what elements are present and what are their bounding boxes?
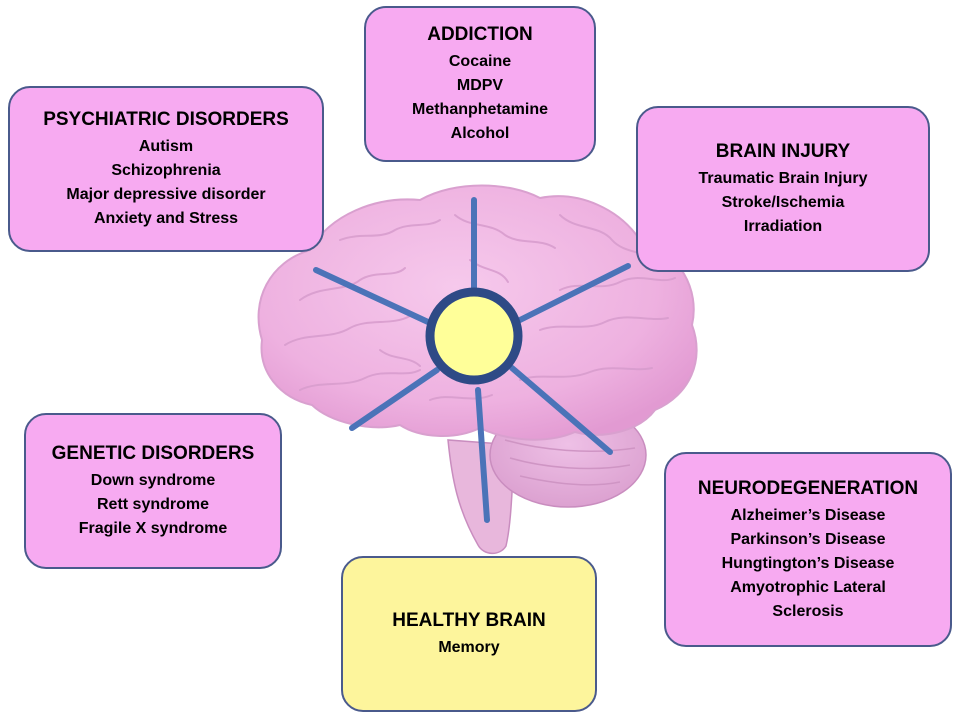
psychiatric-disorders-box: PSYCHIATRIC DISORDERS Autism Schizophren… [8,86,324,252]
addiction-item: Methanphetamine [412,98,548,122]
brain-injury-box: BRAIN INJURY Traumatic Brain Injury Stro… [636,106,930,272]
psychiatric-title: PSYCHIATRIC DISORDERS [43,107,289,133]
brain-injury-item: Irradiation [744,215,822,239]
brain-injury-item: Traumatic Brain Injury [699,167,868,191]
genetic-disorders-box: GENETIC DISORDERS Down syndrome Rett syn… [24,413,282,569]
psychiatric-item: Anxiety and Stress [94,207,238,231]
addiction-item: MDPV [457,74,503,98]
central-circle [430,292,518,380]
healthy-title: HEALTHY BRAIN [392,608,545,634]
psychiatric-item: Schizophrenia [111,159,220,183]
addiction-title: ADDICTION [427,22,533,48]
neurodegeneration-item: Sclerosis [772,600,843,624]
neurodegeneration-title: NEURODEGENERATION [698,476,918,502]
addiction-box: ADDICTION Cocaine MDPV Methanphetamine A… [364,6,596,162]
healthy-item: Memory [438,636,499,660]
psychiatric-item: Autism [139,135,193,159]
neurodegeneration-item: Alzheimer’s Disease [731,504,886,528]
genetic-item: Rett syndrome [97,493,209,517]
neurodegeneration-item: Amyotrophic Lateral [730,576,886,600]
genetic-item: Fragile X syndrome [79,517,228,541]
genetic-title: GENETIC DISORDERS [52,441,255,467]
brain-injury-item: Stroke/Ischemia [722,191,845,215]
neurodegeneration-item: Hungtington’s Disease [722,552,895,576]
genetic-item: Down syndrome [91,469,215,493]
neurodegeneration-box: NEURODEGENERATION Alzheimer’s Disease Pa… [664,452,952,647]
addiction-item: Alcohol [451,122,510,146]
addiction-item: Cocaine [449,50,511,74]
neurodegeneration-item: Parkinson’s Disease [730,528,885,552]
healthy-brain-box: HEALTHY BRAIN Memory [341,556,597,712]
psychiatric-item: Major depressive disorder [66,183,265,207]
brain-injury-title: BRAIN INJURY [716,139,850,165]
